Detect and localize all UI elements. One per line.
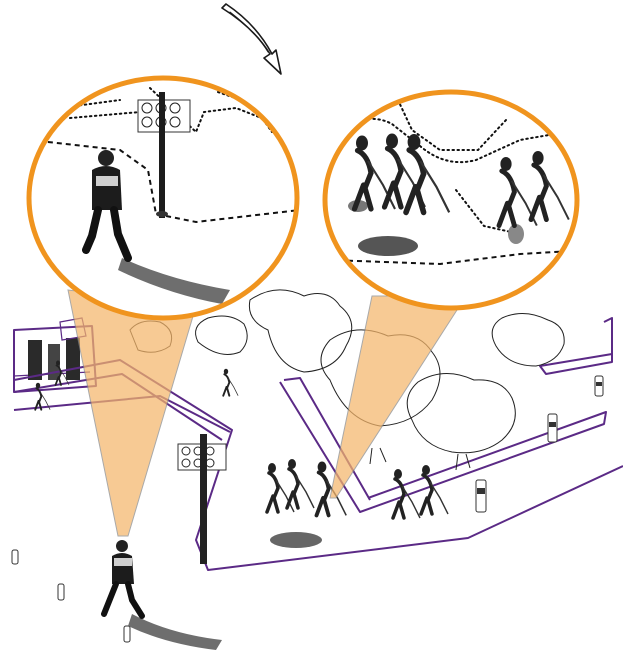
bollard	[547, 413, 558, 443]
police-officer	[101, 540, 222, 650]
signpost	[177, 434, 227, 564]
curved-arrow-icon	[221, 3, 282, 75]
bollard	[123, 625, 131, 643]
bollard	[594, 375, 604, 397]
sweepers-group	[265, 457, 450, 548]
street-plan	[11, 289, 623, 643]
view-cone-right	[329, 295, 467, 499]
building-left	[13, 317, 97, 393]
bollard	[475, 479, 487, 513]
bollard	[57, 583, 65, 601]
zoom-callout-police-officer	[26, 75, 300, 321]
bollards	[11, 375, 604, 643]
zoom-callout-street-sweepers	[322, 89, 580, 311]
view-cone-left	[67, 289, 197, 537]
pedestrian	[222, 367, 240, 397]
bollard	[11, 549, 19, 565]
